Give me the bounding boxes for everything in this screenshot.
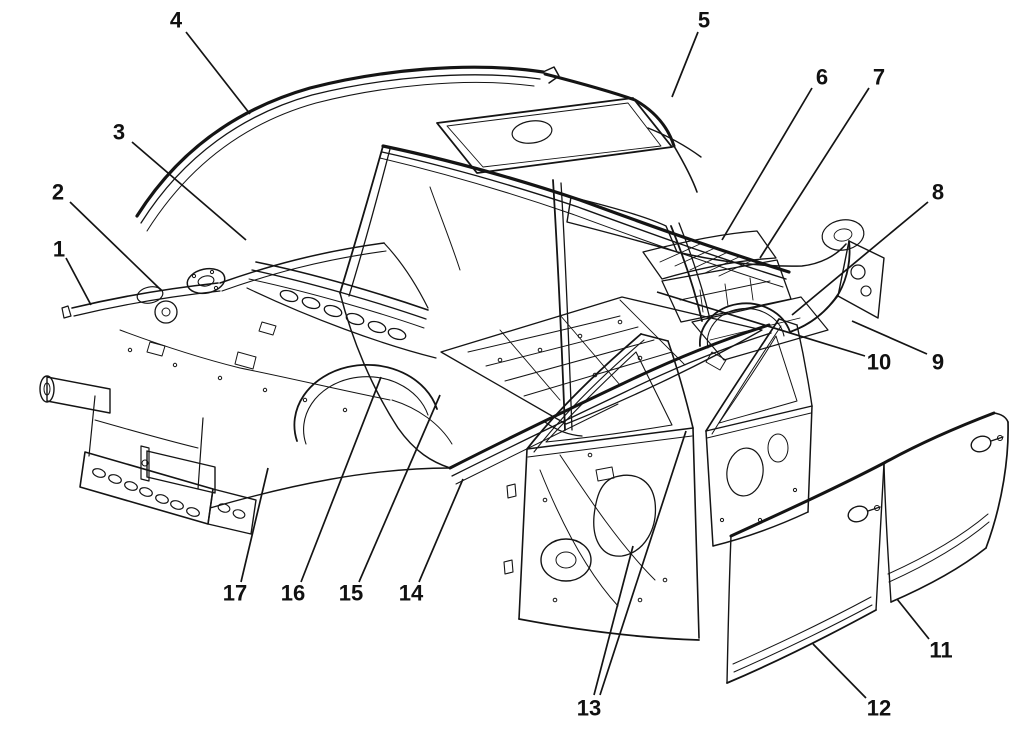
roof-structure [135, 65, 791, 288]
callout-number: 11 [929, 638, 952, 663]
callout-number: 16 [281, 581, 305, 606]
callout-leader-line [721, 87, 813, 241]
rear-door-inner [705, 318, 813, 547]
callout-14: 14 [399, 478, 464, 606]
callout-leader-line [656, 291, 866, 357]
callout-12: 12 [812, 643, 891, 721]
callout-17: 17 [223, 467, 269, 606]
callout-2: 2 [52, 180, 162, 291]
rear-quarter [676, 219, 885, 371]
callout-11: 11 [896, 598, 953, 663]
callout-leader-line [358, 394, 441, 583]
callout-10: 10 [656, 291, 891, 375]
callout-number: 9 [932, 350, 944, 375]
rear-deck [642, 230, 829, 361]
callout-5: 5 [671, 8, 710, 98]
callout-leader-line [599, 430, 687, 696]
callout-leader-line [131, 141, 247, 241]
line-art [39, 65, 1009, 684]
callout-leader-line [300, 376, 382, 583]
callout-number: 5 [698, 8, 710, 33]
callout-leader-line [185, 31, 251, 115]
callout-number: 6 [816, 65, 828, 90]
callout-leader-line [240, 467, 269, 583]
floor-rocker [339, 292, 772, 485]
callout-13: 13 [577, 430, 687, 721]
front-end-structure [39, 242, 453, 535]
callout-leader-line [69, 201, 162, 291]
callout-7: 7 [759, 65, 885, 259]
door-outer-panels [726, 411, 1009, 684]
callout-6: 6 [721, 65, 828, 241]
callout-leader-line [896, 598, 930, 640]
callout-number: 14 [399, 581, 424, 606]
callout-4: 4 [170, 8, 251, 115]
callout-number: 12 [867, 696, 891, 721]
callout-leader-line [791, 201, 929, 316]
callout-number: 4 [170, 8, 183, 33]
callout-number: 7 [873, 65, 885, 90]
callout-leader-line [593, 545, 634, 696]
callout-15: 15 [339, 394, 441, 606]
callout-16: 16 [281, 376, 382, 606]
callout-leader-line [851, 320, 928, 355]
callout-8: 8 [791, 180, 944, 316]
callout-leader-line [65, 257, 92, 306]
front-door-inner [503, 333, 700, 641]
callout-number: 15 [339, 581, 363, 606]
callout-number: 13 [577, 696, 601, 721]
callout-leader-line [671, 31, 699, 98]
callout-9: 9 [851, 320, 944, 375]
callout-number: 3 [113, 120, 125, 145]
callout-3: 3 [113, 120, 247, 241]
callout-leader-line [759, 87, 870, 259]
cowl-plenum [246, 261, 437, 359]
callout-leader-line [812, 643, 867, 699]
callout-number: 2 [52, 180, 64, 205]
callout-number: 8 [932, 180, 944, 205]
callout-number: 10 [867, 350, 891, 375]
callout-leader-line [418, 478, 464, 583]
callout-number: 17 [223, 581, 247, 606]
callout-1: 1 [53, 237, 92, 306]
callout-number: 1 [53, 237, 65, 262]
